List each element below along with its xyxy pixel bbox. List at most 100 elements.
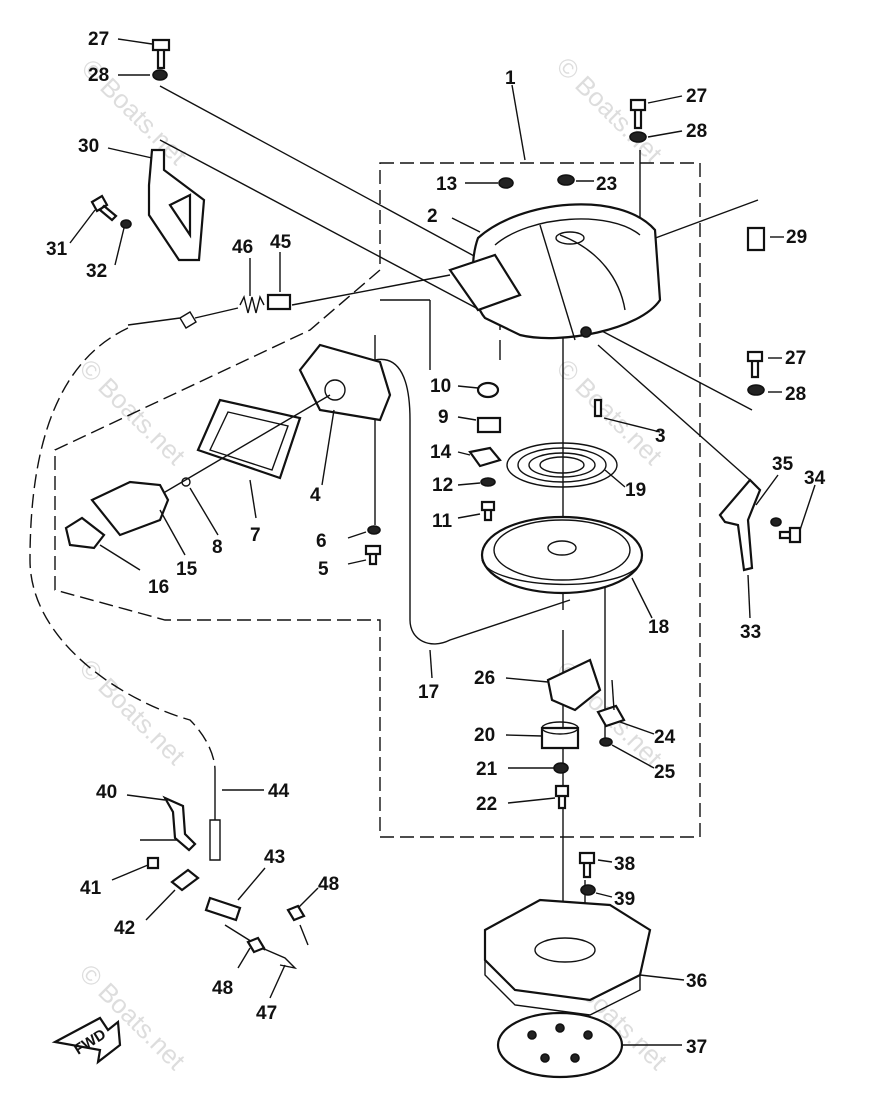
part-number: 28 xyxy=(686,121,707,142)
part-number: 29 xyxy=(786,227,807,248)
spring-46 xyxy=(239,294,265,314)
part-number: 20 xyxy=(474,725,495,746)
washer-21 xyxy=(553,762,569,774)
spiral-spring-19 xyxy=(506,442,618,488)
part-number: 32 xyxy=(86,261,107,282)
part-number: 38 xyxy=(614,854,635,875)
cable-end xyxy=(127,307,239,329)
clip-25 xyxy=(599,737,613,747)
starter-pulley-36 xyxy=(483,898,652,1016)
clip-48 xyxy=(286,904,306,922)
washers-28 xyxy=(152,69,765,396)
part-number: 33 xyxy=(740,622,761,643)
part-number: 45 xyxy=(270,232,292,253)
part-number: 6 xyxy=(316,531,327,552)
drive-plate-37 xyxy=(496,1011,624,1079)
clamp-14 xyxy=(468,446,502,468)
starter-housing xyxy=(448,203,662,341)
washer-35 xyxy=(770,517,782,527)
bolts-27 xyxy=(151,38,764,379)
part-number: 26 xyxy=(474,668,495,689)
nut-13 xyxy=(498,177,514,189)
watermark: © Boats.net xyxy=(74,353,192,471)
part-number: 39 xyxy=(614,889,635,910)
washer-6 xyxy=(367,525,381,535)
bolt-31 xyxy=(90,194,118,222)
part-number: 7 xyxy=(250,525,261,546)
drive-plate-20 xyxy=(540,726,580,750)
washer-39 xyxy=(580,884,596,896)
bushing-10 xyxy=(476,381,500,399)
bolt-38 xyxy=(578,851,596,879)
adjuster-45 xyxy=(266,293,292,311)
part-number: 3 xyxy=(655,426,666,447)
part-number: 44 xyxy=(268,781,290,802)
bushing-9 xyxy=(476,416,502,434)
handle-holder-4 xyxy=(298,343,392,422)
ratchet-26 xyxy=(546,658,602,712)
watermark: © Boats.net xyxy=(551,51,669,169)
washer-12 xyxy=(480,477,496,487)
assembly-boundaries xyxy=(29,162,701,838)
part-number: 1 xyxy=(505,68,516,89)
nut-23 xyxy=(557,174,575,186)
part-number: 13 xyxy=(436,174,457,195)
part-number: 22 xyxy=(476,794,497,815)
part-number: 31 xyxy=(46,239,68,260)
bolt-22 xyxy=(554,784,570,810)
cable-44 xyxy=(209,770,221,861)
screw-5 xyxy=(364,544,382,566)
part-number: 15 xyxy=(176,559,198,580)
screw-41 xyxy=(146,856,160,870)
part-number: 17 xyxy=(418,682,439,703)
part-number: 43 xyxy=(264,847,285,868)
part-labels: 27 28 1 27 28 30 13 23 2 29 31 32 46 45 … xyxy=(46,29,826,1058)
washer-8 xyxy=(181,477,191,487)
part-number: 2 xyxy=(427,206,438,227)
part-number: 40 xyxy=(96,782,117,803)
part-number: 28 xyxy=(88,65,109,86)
fwd-arrow-icon: FWD xyxy=(51,1016,122,1065)
part-number: 27 xyxy=(785,348,806,369)
pin-3 xyxy=(593,398,603,418)
part-number: 46 xyxy=(232,237,253,258)
lever-42 xyxy=(170,868,200,892)
handle-15 xyxy=(90,480,170,537)
part-number: 21 xyxy=(476,759,498,780)
part-number: 47 xyxy=(256,1003,277,1024)
part-number: 19 xyxy=(625,480,646,501)
part-number: 48 xyxy=(212,978,233,999)
part-number: 34 xyxy=(804,468,826,489)
part-number: 28 xyxy=(785,384,806,405)
bolt-34 xyxy=(778,526,802,544)
part-number: 9 xyxy=(438,407,449,428)
part-number: 14 xyxy=(430,442,452,463)
part-number: 27 xyxy=(88,29,109,50)
part-number: 24 xyxy=(654,727,676,748)
part-number: 12 xyxy=(432,475,453,496)
cable-17 xyxy=(374,358,571,645)
sheave-drum-18 xyxy=(480,515,644,595)
bolt-11 xyxy=(480,500,496,522)
part-number: 16 xyxy=(148,577,169,598)
bracket-40 xyxy=(162,795,197,852)
handle-grip-7 xyxy=(196,398,302,480)
clip-48 xyxy=(246,936,266,954)
part-number: 36 xyxy=(686,971,707,992)
control-cable-route xyxy=(29,327,216,771)
part-number: 10 xyxy=(430,376,451,397)
part-number: 42 xyxy=(114,918,135,939)
part-number: 25 xyxy=(654,762,676,783)
lever-33 xyxy=(718,478,762,572)
washer-32 xyxy=(120,219,132,229)
handle-cap-16 xyxy=(64,516,106,550)
part-number: 48 xyxy=(318,874,339,895)
part-number: 41 xyxy=(80,878,102,899)
pawl-24 xyxy=(596,704,626,728)
part-number: 11 xyxy=(432,511,453,532)
part-number: 5 xyxy=(318,559,329,580)
part-number: 30 xyxy=(78,136,99,157)
part-number: 4 xyxy=(310,485,321,506)
part-number: 18 xyxy=(648,617,669,638)
